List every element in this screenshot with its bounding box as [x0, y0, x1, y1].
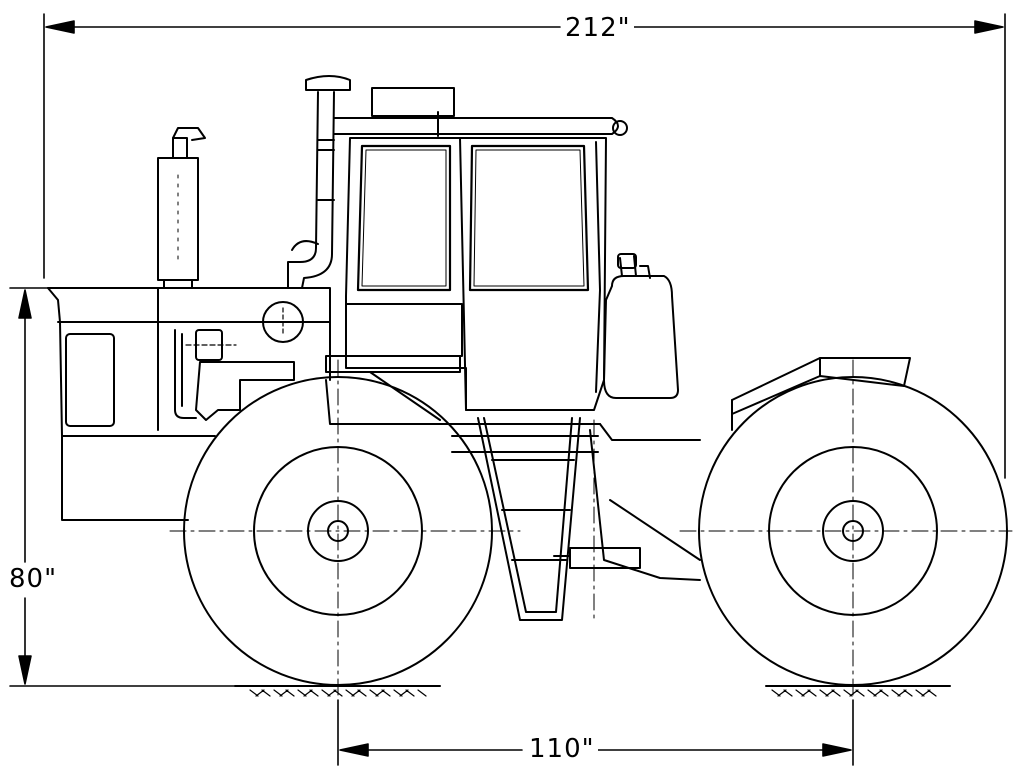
wheelbase-label: 110" — [526, 736, 598, 762]
dimension-overall-height — [9, 287, 236, 687]
air-intake-pipe — [287, 75, 351, 289]
engine-details — [174, 301, 304, 421]
exhaust-stack — [157, 127, 206, 289]
cab-step-ladder — [477, 417, 581, 621]
dimension-wheelbase — [337, 699, 854, 766]
chassis-frame — [325, 355, 701, 581]
ground-hatching-rear — [765, 685, 951, 697]
overall-length-label: 212" — [562, 15, 634, 41]
fuel-tank — [603, 253, 679, 399]
wheel-centerlines — [169, 359, 1013, 701]
rear-fender — [731, 357, 911, 431]
engine-hood — [47, 287, 331, 521]
operator-cab — [333, 87, 628, 411]
overall-height-label: 80" — [6, 566, 61, 592]
dimension-overall-length — [43, 13, 1006, 479]
